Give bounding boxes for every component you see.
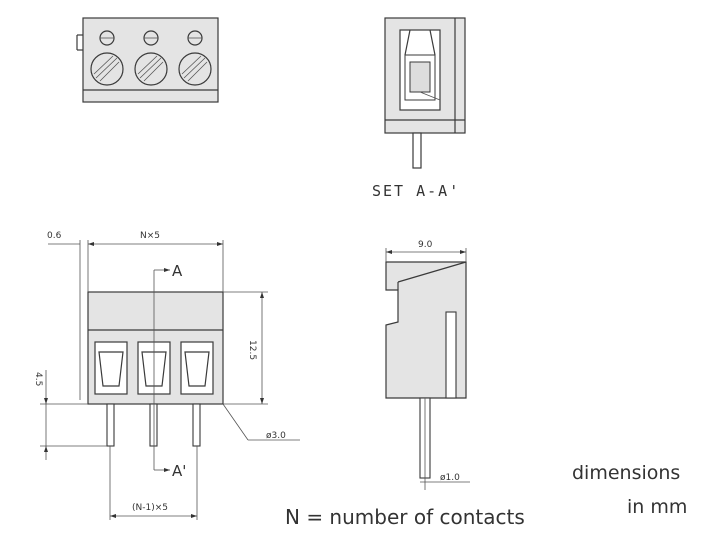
dim-depth-label: 9.0 xyxy=(418,240,433,250)
front-view: N×5 0.6 A A' 12.5 4.5 ø3.0 (N-1)×5 xyxy=(33,231,300,520)
top-view xyxy=(76,17,219,103)
dim-pin-dia-label: ø3.0 xyxy=(266,431,286,441)
dim-pin-dia2-label: ø1.0 xyxy=(440,473,460,483)
screw-head-icon xyxy=(90,52,124,86)
section-view: SET A-A' xyxy=(372,17,466,200)
screw-head-icon xyxy=(134,52,168,86)
dim-pitch-n1-label: (N-1)×5 xyxy=(132,503,168,513)
dim-offset-label: 0.6 xyxy=(47,231,62,241)
dim-pitch-label: N×5 xyxy=(140,231,160,241)
contacts-note: N = number of contacts xyxy=(285,505,525,529)
top-view-body xyxy=(82,17,219,103)
marker-a-prime: A' xyxy=(172,462,186,480)
section-label: SET A-A' xyxy=(372,182,460,200)
dim-height-label: 12.5 xyxy=(247,340,257,360)
side-view: 9.0 ø1.0 xyxy=(385,240,470,490)
marker-a: A xyxy=(172,262,183,280)
screw-head-icon xyxy=(178,52,212,86)
units-note-line2: in mm xyxy=(627,496,688,518)
units-note-line1: dimensions xyxy=(572,462,681,484)
dim-pin-length-label: 4.5 xyxy=(33,372,43,386)
